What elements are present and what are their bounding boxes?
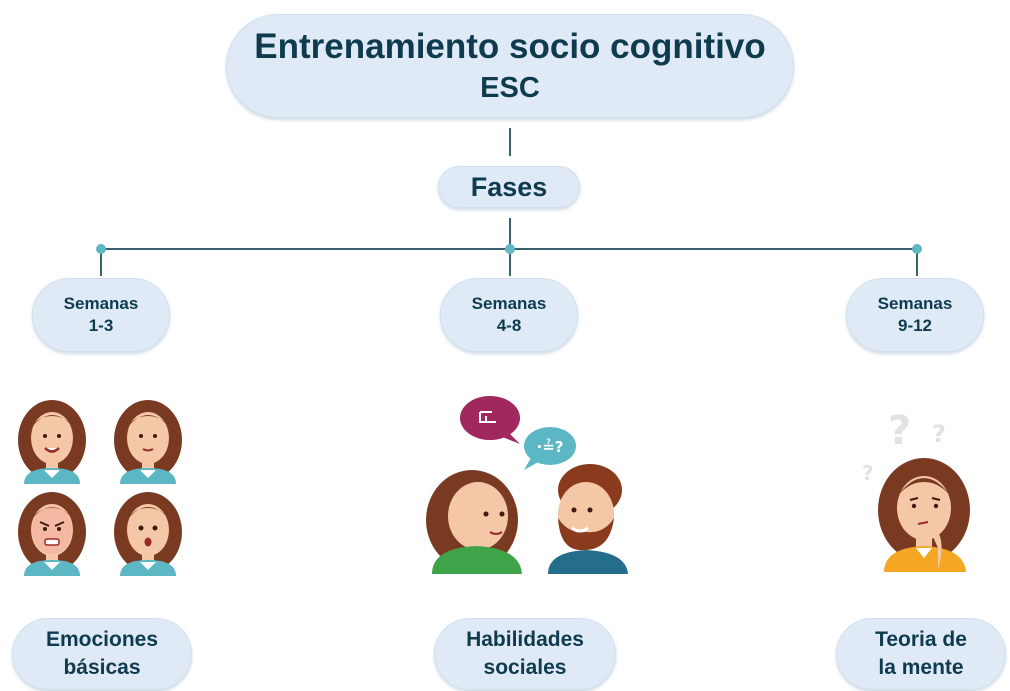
thinking-woman-avatar [878, 458, 970, 572]
node-dot-center [505, 244, 515, 254]
theory-of-mind-thinking-illustration: ? ? ? [862, 408, 970, 572]
speech-bubble-purple-icon [460, 396, 520, 444]
title-line-2: ESC [480, 72, 540, 104]
week-node-1: Semanas 1-3 [32, 278, 170, 352]
phases-node: Fases [438, 166, 580, 208]
week-range: 9-12 [897, 316, 933, 335]
week-label: Semanas [471, 294, 547, 313]
man-avatar [548, 464, 628, 574]
week-node-3: Semanas 9-12 [846, 278, 984, 352]
topic-node-3: Teoria de la mente [836, 618, 1006, 690]
svg-text:?: ? [932, 420, 946, 448]
question-mark-icon: ? ? ? [862, 408, 946, 485]
topic-line-1: Emociones [45, 628, 159, 651]
week-node-2: Semanas 4-8 [440, 278, 578, 352]
topic-node-1: Emociones básicas [12, 618, 192, 690]
week-label: Semanas [877, 294, 953, 313]
week-range: 1-3 [88, 316, 114, 335]
basic-emotions-faces-illustration [18, 400, 182, 576]
root-node: Entrenamiento socio cognitivo ESC [226, 14, 794, 118]
speech-bubble-teal-icon: ·≟? [524, 427, 576, 470]
week-label: Semanas [63, 294, 139, 313]
topic-line-2: la mente [878, 656, 964, 679]
node-dot-right [912, 244, 922, 254]
topic-line-1: Habilidades [466, 628, 584, 651]
neutral-face-icon [114, 400, 182, 484]
woman-avatar [426, 470, 522, 574]
svg-text:·≟?: ·≟? [537, 438, 564, 456]
angry-face-icon [18, 492, 86, 576]
svg-text:?: ? [888, 408, 911, 454]
week-range: 4-8 [496, 316, 522, 335]
social-skills-conversation-illustration: ·≟? [426, 396, 628, 574]
topic-line-2: sociales [483, 656, 567, 679]
svg-text:?: ? [862, 461, 874, 485]
surprised-face-icon [114, 492, 182, 576]
node-dot-left [96, 244, 106, 254]
topic-node-2: Habilidades sociales [434, 618, 616, 690]
topic-line-1: Teoria de [875, 628, 967, 651]
topic-line-2: básicas [63, 656, 141, 679]
title-line-1: Entrenamiento socio cognitivo [254, 27, 766, 66]
happy-face-icon [18, 400, 86, 484]
